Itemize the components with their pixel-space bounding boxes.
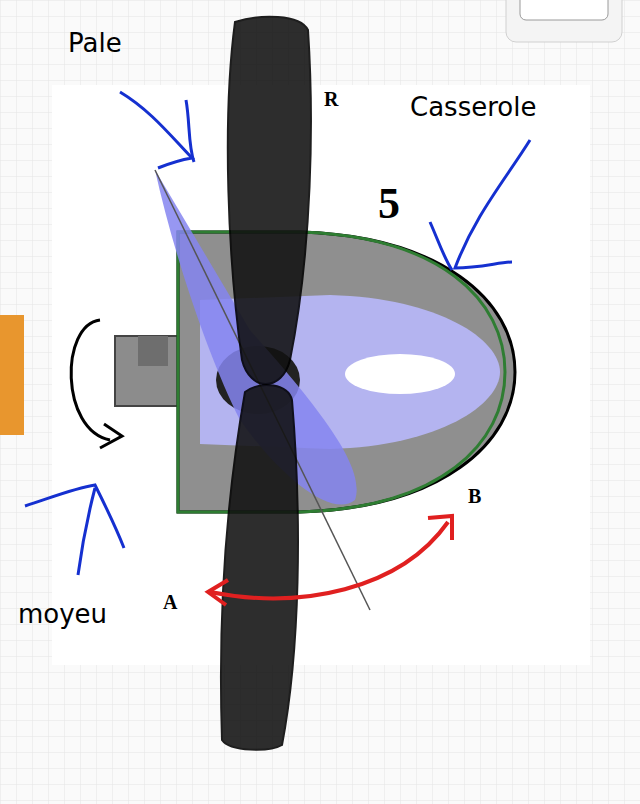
- leader-moyeu-2: [78, 488, 95, 575]
- point-label: B: [468, 486, 481, 506]
- top-button: [506, 0, 622, 42]
- spinner-highlight: [345, 354, 455, 394]
- pitch-arrow: [210, 522, 448, 598]
- rotation-arrow: [71, 320, 110, 440]
- leader-pale: [120, 92, 192, 168]
- part-label: moyeu: [18, 601, 107, 627]
- side-tab: [0, 315, 24, 435]
- shaft-shade: [138, 336, 168, 366]
- part-label: Pale: [68, 30, 122, 56]
- leader-moyeu: [25, 485, 124, 548]
- pitch-arrowhead-b: [428, 516, 452, 540]
- point-label: R: [324, 89, 338, 109]
- rotation-arrowhead: [100, 424, 122, 448]
- leader-casserole: [455, 140, 530, 268]
- blade-upper: [228, 17, 311, 384]
- top-button-inner: [520, 0, 608, 20]
- leader-casserole-2: [430, 222, 452, 270]
- leader-pale-2: [186, 100, 194, 162]
- image-panel: [52, 85, 590, 665]
- callout-number: 5: [378, 182, 400, 226]
- blade-lower: [221, 385, 298, 750]
- pitch-arrowhead-a: [208, 580, 228, 605]
- point-label: A: [163, 592, 177, 612]
- part-label: Casserole: [410, 94, 536, 120]
- shaft: [115, 336, 181, 406]
